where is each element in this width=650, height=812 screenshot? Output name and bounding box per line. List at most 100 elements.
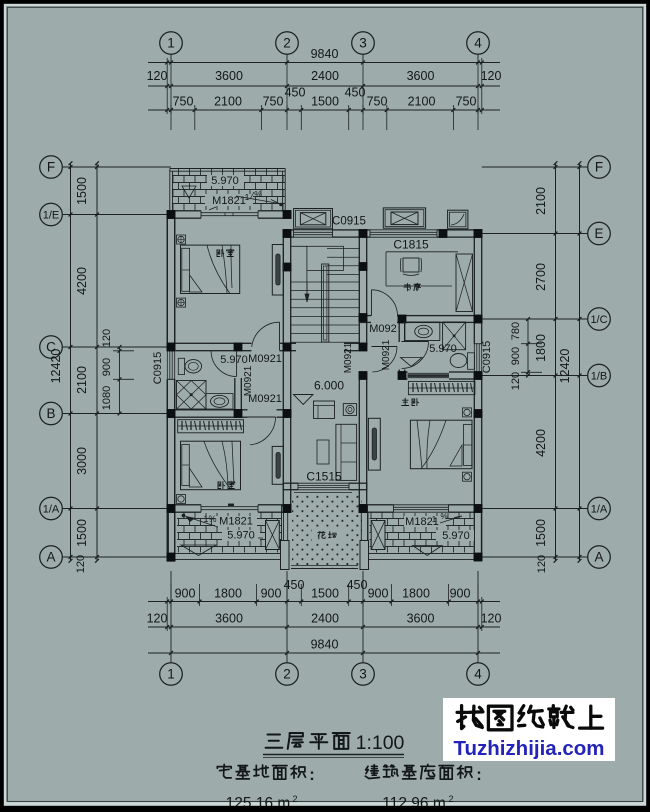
svg-text:M1821: M1821 [405, 516, 439, 528]
svg-text:M1821: M1821 [212, 195, 246, 207]
svg-text:3600: 3600 [215, 612, 243, 626]
svg-text:1800: 1800 [402, 587, 430, 601]
svg-text:2100: 2100 [75, 366, 89, 394]
svg-text:1/A: 1/A [43, 504, 60, 516]
svg-text:M0921: M0921 [381, 339, 392, 370]
svg-text:M0921: M0921 [343, 342, 354, 373]
svg-text:780: 780 [510, 322, 522, 340]
svg-text:C1815: C1815 [393, 238, 429, 252]
svg-text:1: 1 [167, 36, 175, 51]
svg-text:450: 450 [347, 578, 368, 592]
svg-text:1%: 1% [203, 514, 216, 524]
svg-text:M092: M092 [369, 323, 397, 335]
svg-text:C0915: C0915 [481, 341, 493, 373]
svg-text:120: 120 [75, 555, 87, 573]
svg-text:1800: 1800 [214, 587, 242, 601]
svg-text:1/E: 1/E [43, 210, 60, 222]
svg-text:750: 750 [456, 95, 477, 109]
svg-text:900: 900 [510, 347, 522, 365]
svg-text:120: 120 [147, 69, 168, 83]
svg-text:3600: 3600 [215, 69, 243, 83]
svg-text:900: 900 [261, 587, 282, 601]
svg-text:4200: 4200 [75, 267, 89, 295]
svg-text:3: 3 [359, 667, 367, 682]
svg-text:1: 1 [245, 192, 250, 202]
svg-text:2: 2 [448, 794, 453, 804]
svg-text:%: % [440, 512, 447, 521]
svg-text:2: 2 [283, 667, 291, 682]
svg-text:M0921: M0921 [248, 393, 282, 405]
svg-text:2400: 2400 [311, 69, 339, 83]
svg-text:1800: 1800 [534, 334, 548, 362]
svg-text:1500: 1500 [311, 587, 339, 601]
svg-text:2100: 2100 [408, 95, 436, 109]
svg-text:120: 120 [510, 372, 522, 390]
svg-text:1/A: 1/A [591, 504, 608, 516]
svg-text:F: F [47, 160, 55, 175]
svg-text:2100: 2100 [214, 95, 242, 109]
svg-text:9840: 9840 [311, 47, 339, 61]
svg-text:5.970: 5.970 [227, 530, 255, 542]
svg-text:12420: 12420 [558, 349, 572, 384]
svg-text:1080: 1080 [101, 386, 113, 410]
svg-text:2: 2 [292, 794, 297, 804]
svg-text:4200: 4200 [534, 429, 548, 457]
svg-text:120: 120 [536, 555, 548, 573]
svg-text:E: E [594, 226, 603, 241]
svg-text:450: 450 [345, 86, 366, 100]
svg-text:750: 750 [367, 95, 388, 109]
svg-text:2400: 2400 [311, 612, 339, 626]
svg-text:2100: 2100 [534, 187, 548, 215]
svg-text:900: 900 [450, 587, 471, 601]
svg-text:A: A [46, 550, 55, 565]
svg-text:3600: 3600 [407, 69, 435, 83]
svg-text:900: 900 [175, 587, 196, 601]
svg-text:C1515: C1515 [306, 470, 342, 484]
svg-text:F: F [595, 160, 603, 175]
svg-text:120: 120 [101, 329, 113, 347]
svg-text:750: 750 [173, 95, 194, 109]
svg-text:1500: 1500 [311, 95, 339, 109]
svg-text:120: 120 [481, 612, 502, 626]
svg-text:4: 4 [474, 667, 482, 682]
svg-text::: : [309, 766, 315, 784]
svg-text:5.970: 5.970 [211, 175, 239, 187]
svg-text:5.970: 5.970 [429, 343, 457, 355]
svg-text:120: 120 [147, 612, 168, 626]
svg-text:A: A [594, 550, 603, 565]
svg-text:3: 3 [359, 36, 367, 51]
svg-text:1500: 1500 [75, 177, 89, 205]
svg-text:1500: 1500 [75, 519, 89, 547]
svg-text:3000: 3000 [75, 447, 89, 475]
svg-text::: : [476, 766, 482, 784]
svg-text:1:100: 1:100 [356, 732, 405, 754]
svg-text:900: 900 [368, 587, 389, 601]
svg-text:C0915: C0915 [332, 216, 366, 228]
svg-text:2: 2 [283, 36, 291, 51]
svg-text:12420: 12420 [49, 349, 63, 384]
svg-text:9840: 9840 [311, 638, 339, 652]
svg-text:2700: 2700 [534, 263, 548, 291]
svg-text:750: 750 [263, 95, 284, 109]
svg-text:120: 120 [481, 69, 502, 83]
svg-text:M0921: M0921 [243, 365, 254, 396]
svg-text:1500: 1500 [534, 519, 548, 547]
svg-text:C: C [46, 340, 56, 355]
svg-text:M0921: M0921 [248, 353, 282, 365]
svg-text:1/C: 1/C [590, 314, 607, 326]
svg-text:5.970: 5.970 [220, 354, 248, 366]
svg-text:1: 1 [167, 667, 175, 682]
svg-text:1/B: 1/B [591, 371, 608, 383]
svg-text:450: 450 [285, 86, 306, 100]
svg-text:C0915: C0915 [152, 352, 164, 384]
svg-text:900: 900 [101, 358, 113, 376]
svg-text:450: 450 [284, 578, 305, 592]
svg-text:1: 1 [432, 515, 437, 524]
svg-text:5.970: 5.970 [442, 530, 470, 542]
svg-text:Tuzhizhijia.com: Tuzhizhijia.com [453, 737, 604, 760]
svg-text:%: % [254, 189, 262, 199]
svg-text:B: B [46, 406, 55, 421]
svg-text:M1821: M1821 [219, 516, 253, 528]
svg-text:6.000: 6.000 [314, 379, 344, 393]
svg-text:3600: 3600 [407, 612, 435, 626]
